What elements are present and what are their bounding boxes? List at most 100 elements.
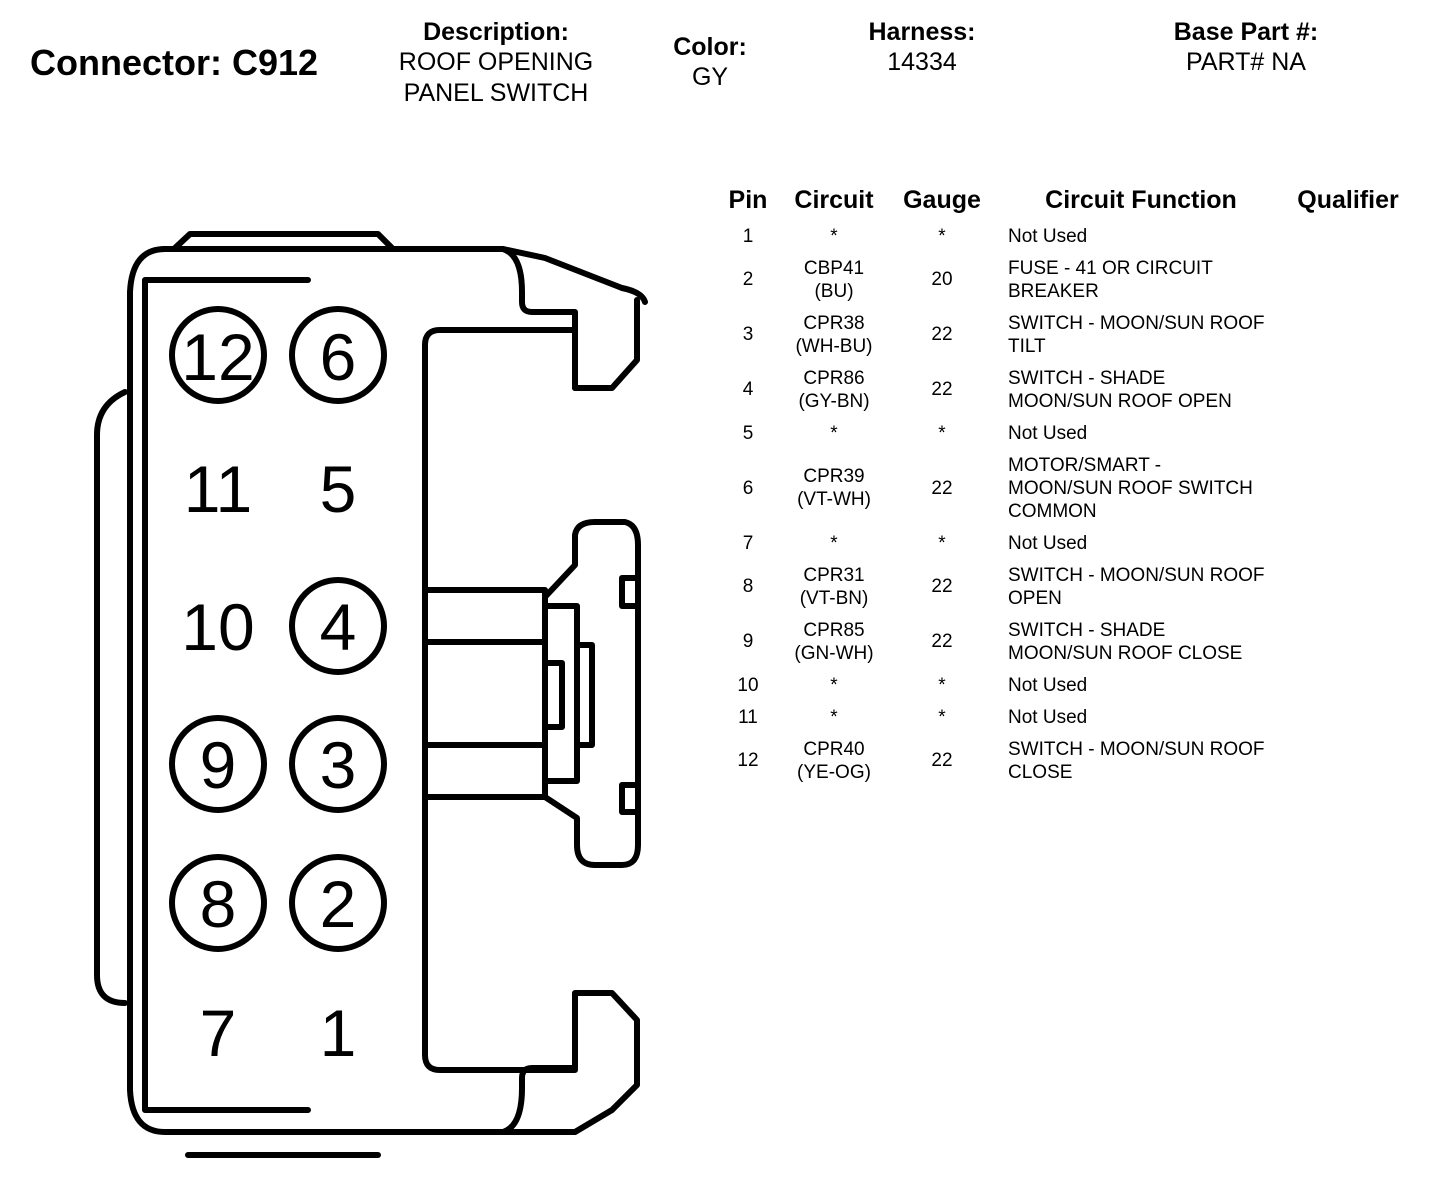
table-row: 7 * * Not Used [718, 527, 1408, 559]
function-line: Not Used [1008, 422, 1088, 444]
header-circuit: Circuit [794, 185, 874, 214]
table-row: 5**Not Used [718, 417, 1408, 449]
cell-pin: 7 [742, 532, 754, 554]
cell-pin: 1 [742, 225, 754, 247]
pin-12-label: 12 [181, 320, 254, 394]
color-block: Color: GY [640, 32, 780, 93]
circuit-line: CPR86 [803, 367, 865, 389]
description-value: ROOF OPENING PANEL SWITCH [398, 48, 594, 107]
function-line: Not Used [1008, 674, 1088, 696]
cell-qualifier [1288, 220, 1408, 252]
cell-pin: 10 [737, 674, 759, 696]
circuit-line: * [830, 532, 838, 554]
cell-gauge: 22 [931, 631, 953, 652]
cell-circuit: * [778, 669, 890, 701]
cell-circuit: * [778, 701, 890, 733]
pinout-table: Pin Circuit Gauge Circuit Function Quali… [718, 180, 1408, 788]
housing-bottom-outline [500, 990, 640, 1135]
function-line: MOON/SUN ROOF CLOSE [1008, 642, 1243, 664]
pin-9-label: 9 [200, 728, 237, 802]
lock-notch-lower [619, 782, 641, 815]
function-line: CLOSE [1008, 761, 1073, 783]
cell-circuit-function: Not Used [994, 527, 1288, 559]
circuit-line: * [830, 674, 838, 696]
cell-circuit-function: Not Used [994, 220, 1288, 252]
cell-qualifier [1288, 669, 1408, 701]
cell-qualifier [1288, 307, 1408, 362]
circuit-line: (GY-BN) [798, 390, 870, 412]
cell-circuit: CPR38(WH-BU) [778, 307, 890, 362]
housing-top-edge [172, 231, 395, 251]
circuit-line: (VT-BN) [799, 587, 869, 609]
cell-gauge: * [938, 706, 946, 728]
base-part-label: Base Part #: [1173, 18, 1319, 46]
function-line: OPEN [1008, 587, 1062, 609]
cell-circuit: * [778, 527, 890, 559]
function-line: SWITCH - MOON/SUN ROOF [1008, 738, 1265, 760]
color-label: Color: [673, 33, 747, 61]
header-circuit-function: Circuit Function [1045, 185, 1237, 214]
cell-circuit: * [778, 417, 890, 449]
cell-qualifier [1288, 417, 1408, 449]
circuit-line: CPR85 [803, 619, 865, 641]
housing-outline [162, 246, 640, 391]
cell-gauge: 22 [931, 576, 953, 597]
pin-side-divider [422, 327, 578, 391]
lock-notch-upper [619, 575, 641, 609]
cell-pin: 11 [738, 706, 758, 728]
circuit-line: * [830, 422, 838, 444]
harness-block: Harness: 14334 [820, 17, 1024, 78]
circuit-line: CPR38 [803, 312, 865, 334]
cell-qualifier [1288, 701, 1408, 733]
cell-gauge: 22 [931, 750, 953, 771]
pin-side-divider-vertical [422, 342, 578, 1073]
circuit-line: CPR39 [803, 466, 865, 487]
cell-gauge: 22 [931, 379, 953, 400]
function-line: MOON/SUN ROOF SWITCH [1008, 477, 1253, 499]
header-gauge: Gauge [903, 185, 981, 214]
cell-pin: 2 [742, 269, 754, 290]
latch-outline [500, 246, 625, 291]
cell-gauge: * [938, 532, 946, 554]
pin-6-label: 6 [320, 320, 357, 394]
base-part-block: Base Part #: PART# NA [1120, 17, 1372, 78]
cell-pin: 5 [742, 422, 754, 444]
pin-4-circle [289, 577, 387, 675]
cell-gauge: 20 [931, 269, 953, 290]
lock-clip [542, 519, 641, 868]
circuit-line: (GN-WH) [794, 642, 874, 664]
harness-value: 14334 [887, 48, 957, 76]
color-value: GY [691, 63, 729, 91]
function-line: SWITCH - SHADE [1008, 619, 1166, 641]
cell-qualifier [1288, 527, 1408, 559]
circuit-line: (VT-WH) [797, 489, 871, 510]
function-line: BREAKER [1008, 280, 1099, 302]
cell-pin: 6 [742, 477, 754, 499]
latch-tip [619, 285, 648, 305]
table-header-row: Pin Circuit Gauge Circuit Function Quali… [718, 180, 1408, 220]
cell-circuit: CPR31(VT-BN) [778, 559, 890, 614]
cell-circuit: CPR39(VT-WH) [778, 449, 890, 527]
cell-circuit: CPR85(GN-WH) [778, 614, 890, 669]
cell-qualifier [1288, 252, 1408, 307]
pin-8-label: 8 [200, 867, 237, 941]
cell-qualifier [1288, 733, 1408, 788]
cavity-outline [142, 277, 311, 1113]
pin-2-label: 2 [320, 867, 357, 941]
cell-qualifier [1288, 559, 1408, 614]
function-line: MOTOR/SMART - [1008, 454, 1162, 476]
lock-arm-top [422, 587, 548, 800]
lock-inner-right [574, 642, 595, 748]
pin-4-label: 4 [320, 590, 357, 664]
table-row: 1**Not Used [718, 220, 1408, 252]
function-line: Not Used [1008, 225, 1088, 247]
cell-pin: 4 [742, 379, 754, 400]
